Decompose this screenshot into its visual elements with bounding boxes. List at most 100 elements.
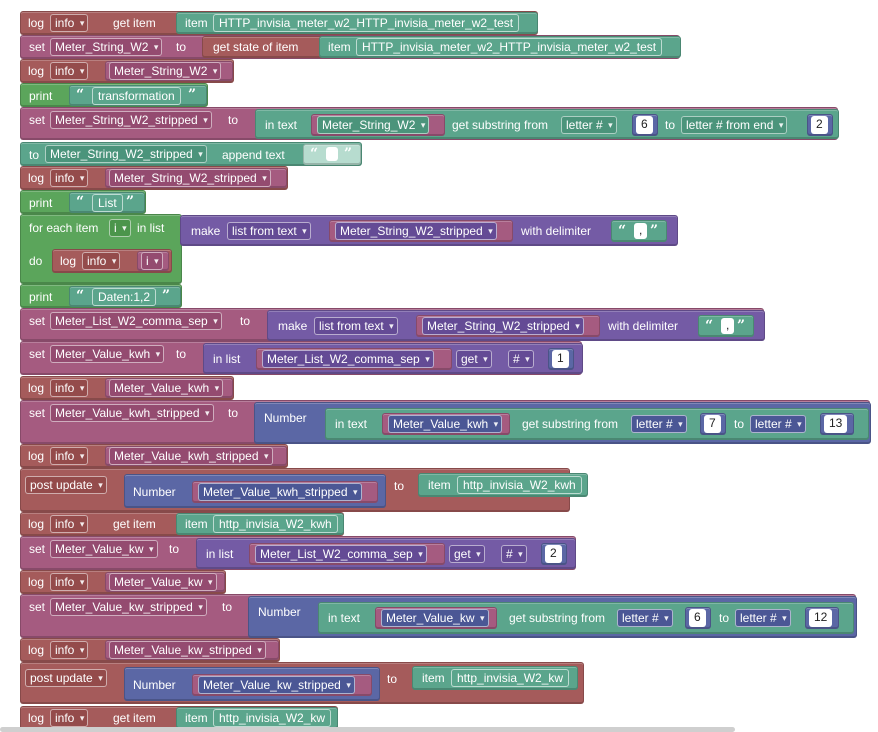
number-field[interactable]: 6 <box>689 609 706 627</box>
variable-get-block[interactable]: Meter_Value_kw <box>375 607 497 629</box>
log-block-5[interactable]: log info Meter_Value_kwh_stripped <box>20 444 288 468</box>
number-field[interactable]: 6 <box>636 116 653 134</box>
log-block-2[interactable]: log info Meter_String_W2 <box>20 59 234 83</box>
variable-get-block[interactable]: Meter_String_W2_stripped <box>105 168 287 188</box>
number-block[interactable]: 12 <box>805 607 839 629</box>
variable-dropdown[interactable]: Meter_List_W2_comma_sep <box>262 350 434 368</box>
variable-dropdown[interactable]: Meter_Value_kw_stripped <box>198 676 355 694</box>
item-name-field[interactable]: http_invisia_W2_kw <box>213 709 332 727</box>
substring-start-mode-dropdown[interactable]: letter # <box>631 415 687 433</box>
variable-get-block[interactable]: Meter_Value_kw <box>105 572 225 592</box>
text-field[interactable]: Daten:1,2 <box>92 288 157 306</box>
number-field[interactable]: 12 <box>809 609 833 627</box>
log-block-loop[interactable]: log info i <box>52 249 172 273</box>
substring-end-mode-dropdown[interactable]: letter # <box>750 415 806 433</box>
horizontal-scrollbar[interactable] <box>0 727 735 732</box>
log-block-3[interactable]: log info Meter_String_W2_stripped <box>20 166 288 190</box>
post-mode-dropdown[interactable]: post update <box>25 669 107 687</box>
item-block[interactable]: item HTTP_invisia_meter_w2_HTTP_invisia_… <box>176 12 538 34</box>
number-field[interactable]: 1 <box>552 350 569 368</box>
variable-get-block[interactable]: Meter_Value_kwh_stripped <box>105 446 287 466</box>
text-literal-block[interactable]: “ transformation ” <box>69 85 207 106</box>
variable-dropdown[interactable]: Meter_String_W2_stripped <box>335 222 497 240</box>
variable-dropdown[interactable]: Meter_String_W2 <box>50 38 163 56</box>
append-text-block[interactable]: to Meter_String_W2_stripped append text … <box>20 142 362 166</box>
print-block-1[interactable]: print “ transformation ” <box>20 83 208 107</box>
get-mode-dropdown[interactable]: get <box>456 350 492 368</box>
log-level-dropdown[interactable]: info <box>82 252 121 270</box>
print-block-2[interactable]: print “ List ” <box>20 190 146 214</box>
to-number-block[interactable]: Number in text Meter_Value_kw get substr… <box>248 596 857 638</box>
to-number-block[interactable]: Number Meter_Value_kw_stripped <box>124 667 380 701</box>
set-block-kw-stripped[interactable]: set Meter_Value_kw_stripped to Number in… <box>20 594 857 638</box>
number-block[interactable]: 13 <box>820 413 854 435</box>
variable-get-block[interactable]: Meter_String_W2_stripped <box>329 220 513 242</box>
print-block-3[interactable]: print “ Daten:1,2 ” <box>20 284 182 308</box>
variable-dropdown[interactable]: Meter_Value_kwh_stripped <box>198 483 362 501</box>
loop-variable-dropdown[interactable]: i <box>109 219 131 237</box>
delimiter-literal-block[interactable]: “ , ” <box>698 315 754 337</box>
text-field[interactable]: transformation <box>92 87 181 105</box>
number-field[interactable]: 2 <box>545 545 562 563</box>
set-block-meter-string[interactable]: set Meter_String_W2 to get state of item… <box>20 35 681 59</box>
set-block-kwh-stripped[interactable]: set Meter_Value_kwh_stripped to Number i… <box>20 400 871 444</box>
item-block[interactable]: item http_invisia_W2_kwh <box>176 513 344 535</box>
variable-get-block[interactable]: Meter_String_W2 <box>105 61 233 81</box>
variable-dropdown[interactable]: Meter_Value_kwh <box>50 345 165 363</box>
variable-dropdown[interactable]: Meter_String_W2 <box>317 116 430 134</box>
log-block-4[interactable]: log info Meter_Value_kwh <box>20 376 234 400</box>
variable-get-block[interactable]: Meter_Value_kwh_stripped <box>192 481 378 503</box>
item-name-field[interactable]: http_invisia_W2_kw <box>451 669 570 687</box>
variable-get-block[interactable]: Meter_Value_kwh <box>382 413 510 435</box>
number-field[interactable]: 13 <box>824 415 848 433</box>
variable-dropdown[interactable]: Meter_Value_kw_stripped <box>50 598 207 616</box>
number-block[interactable]: 2 <box>807 114 833 136</box>
variable-get-block[interactable]: Meter_Value_kwh <box>105 378 233 398</box>
list-get-block[interactable]: in list Meter_List_W2_comma_sep get # 1 <box>203 343 583 374</box>
variable-get-block[interactable]: Meter_List_W2_comma_sep <box>249 543 445 565</box>
list-mode-dropdown[interactable]: list from text <box>314 317 398 335</box>
set-block-stripped[interactable]: set Meter_String_W2_stripped to in text … <box>20 107 839 140</box>
text-field[interactable]: , <box>721 318 735 334</box>
variable-get-block[interactable]: Meter_Value_kw_stripped <box>192 674 372 696</box>
item-block[interactable]: item http_invisia_W2_kwh <box>418 473 588 497</box>
log-level-dropdown[interactable]: info <box>50 515 89 533</box>
log-level-dropdown[interactable]: info <box>50 14 89 32</box>
variable-dropdown[interactable]: Meter_String_W2_stripped <box>109 169 271 187</box>
text-literal-block[interactable]: “ List ” <box>69 192 145 213</box>
variable-dropdown[interactable]: Meter_Value_kwh_stripped <box>109 447 273 465</box>
variable-dropdown[interactable]: Meter_List_W2_comma_sep <box>50 312 222 330</box>
post-mode-dropdown[interactable]: post update <box>25 476 107 494</box>
item-block[interactable]: item http_invisia_W2_kw <box>176 707 338 729</box>
log-level-dropdown[interactable]: info <box>50 641 89 659</box>
variable-dropdown[interactable]: Meter_String_W2 <box>109 62 222 80</box>
number-block[interactable]: 6 <box>632 114 658 136</box>
variable-get-block[interactable]: Meter_List_W2_comma_sep <box>256 348 452 370</box>
number-field[interactable]: 2 <box>811 116 828 134</box>
variable-dropdown[interactable]: Meter_Value_kw <box>109 573 217 591</box>
text-literal-block-empty[interactable]: “ ” <box>303 144 361 165</box>
list-get-block[interactable]: in list Meter_List_W2_comma_sep get # 2 <box>196 538 576 569</box>
index-mode-dropdown[interactable]: # <box>501 545 527 563</box>
index-mode-dropdown[interactable]: # <box>508 350 534 368</box>
log-level-dropdown[interactable]: info <box>50 709 89 727</box>
variable-dropdown[interactable]: Meter_String_W2_stripped <box>45 145 207 163</box>
variable-get-block[interactable]: Meter_String_W2 <box>311 114 445 136</box>
item-block[interactable]: item HTTP_invisia_meter_w2_HTTP_invisia_… <box>319 36 681 58</box>
split-list-block[interactable]: make list from text Meter_String_W2_stri… <box>267 310 765 341</box>
substring-start-mode-dropdown[interactable]: letter # <box>561 116 617 134</box>
variable-dropdown[interactable]: Meter_Value_kwh_stripped <box>50 404 214 422</box>
set-block-list[interactable]: set Meter_List_W2_comma_sep to make list… <box>20 308 765 341</box>
item-name-field[interactable]: HTTP_invisia_meter_w2_HTTP_invisia_meter… <box>213 14 520 32</box>
variable-dropdown[interactable]: i <box>141 252 163 270</box>
number-field[interactable]: 7 <box>704 415 721 433</box>
substring-block[interactable]: in text Meter_String_W2 get substring fr… <box>255 109 839 139</box>
text-field[interactable]: , <box>634 223 648 239</box>
substring-block[interactable]: in text Meter_Value_kw get substring fro… <box>318 602 854 634</box>
text-literal-block[interactable]: “ Daten:1,2 ” <box>69 286 181 307</box>
variable-get-block[interactable]: Meter_Value_kw_stripped <box>105 640 279 660</box>
split-list-block[interactable]: make list from text Meter_String_W2_stri… <box>180 215 678 246</box>
delimiter-literal-block[interactable]: “ , ” <box>611 220 667 242</box>
get-mode-dropdown[interactable]: get <box>449 545 485 563</box>
substring-start-mode-dropdown[interactable]: letter # <box>617 609 673 627</box>
